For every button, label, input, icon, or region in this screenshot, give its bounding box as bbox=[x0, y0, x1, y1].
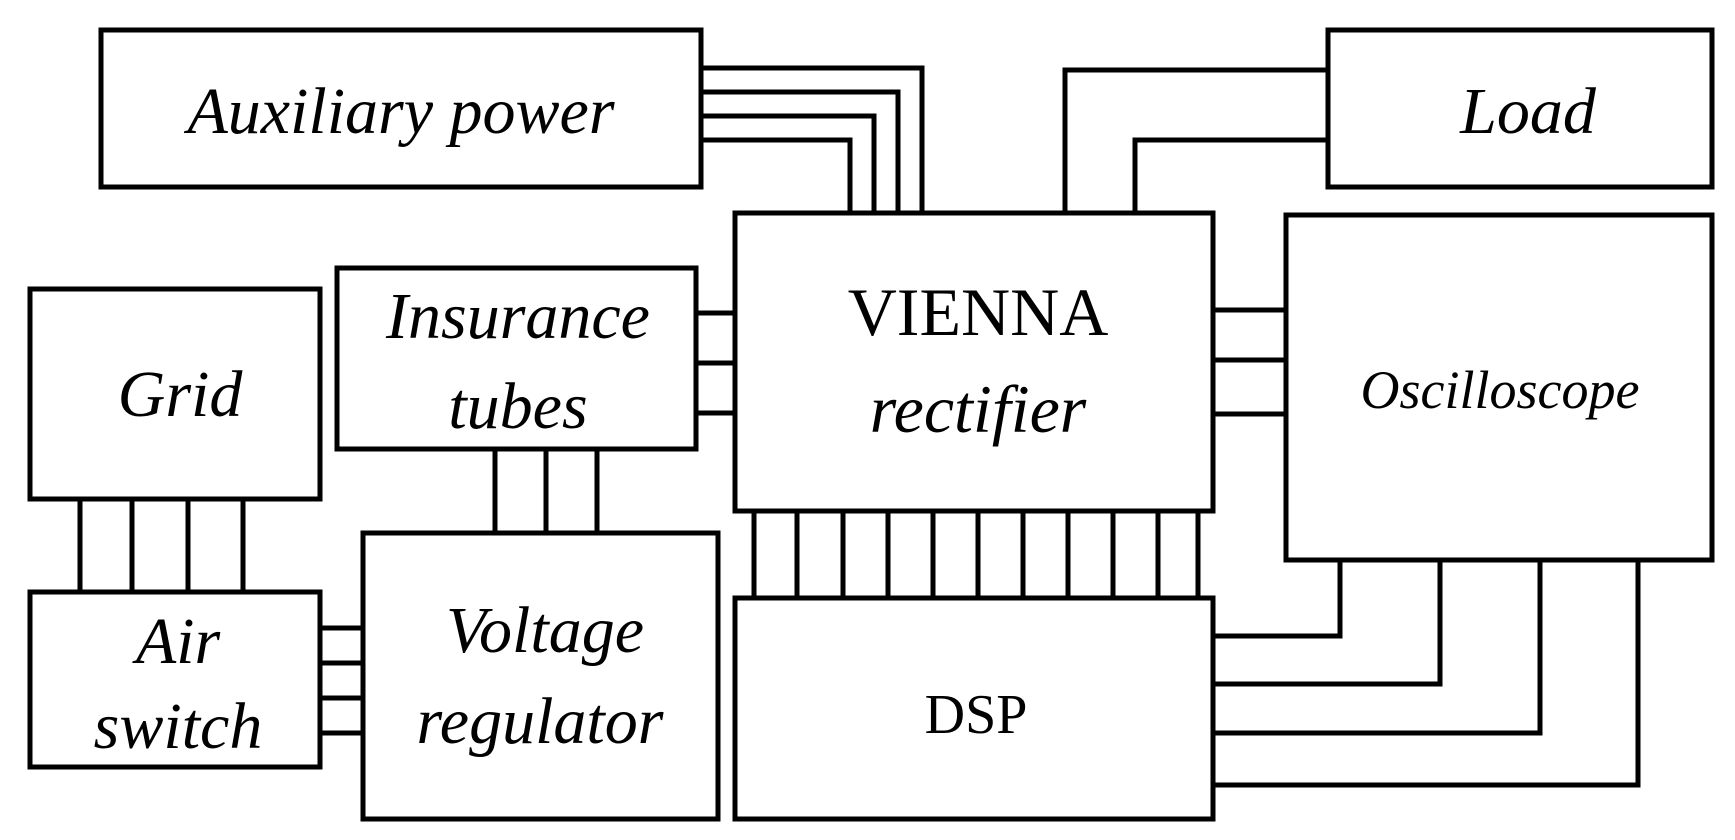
grid-label: Grid bbox=[118, 358, 244, 431]
air-switch-to-regulator-wires bbox=[320, 625, 363, 736]
load-to-vienna-wires bbox=[1062, 67, 1328, 213]
vienna-rectifier-label-line1: VIENNA bbox=[848, 274, 1109, 350]
insurance-to-vienna-wires bbox=[696, 310, 735, 416]
oscilloscope-box bbox=[1283, 212, 1715, 563]
insurance-to-regulator-wires bbox=[492, 449, 600, 533]
load-label: Load bbox=[1459, 75, 1597, 148]
dsp-label: DSP bbox=[925, 684, 1028, 746]
oscilloscope-label: Oscilloscope bbox=[1361, 360, 1640, 420]
air-switch-label-line2: switch bbox=[94, 690, 263, 763]
insurance-tubes-label-line2: tubes bbox=[448, 370, 587, 443]
vienna-rectifier-box bbox=[732, 210, 1216, 514]
dsp-to-oscilloscope-wires bbox=[1214, 560, 1641, 788]
grid-to-air-switch-wires bbox=[77, 499, 246, 592]
vienna-rectifier-label-line2: rectifier bbox=[870, 371, 1087, 447]
voltage-regulator-label-line2: regulator bbox=[417, 685, 664, 758]
grid-box bbox=[27, 286, 323, 502]
auxiliary-power-box bbox=[98, 27, 704, 190]
auxiliary-power-label: Auxiliary power bbox=[183, 75, 614, 148]
voltage-regulator-label-line1: Voltage bbox=[446, 594, 644, 667]
vienna-to-oscilloscope-wires bbox=[1213, 307, 1286, 417]
insurance-tubes-label-line1: Insurance bbox=[385, 280, 650, 353]
dsp-box bbox=[732, 595, 1216, 822]
insurance-tubes-box bbox=[334, 265, 699, 452]
aux-power-to-vienna-wires bbox=[701, 65, 925, 213]
vienna-to-dsp-wires bbox=[751, 511, 1201, 598]
air-switch-box bbox=[27, 589, 323, 770]
voltage-regulator-box bbox=[360, 530, 721, 822]
load-box bbox=[1325, 27, 1715, 190]
air-switch-label-line1: Air bbox=[132, 605, 221, 678]
